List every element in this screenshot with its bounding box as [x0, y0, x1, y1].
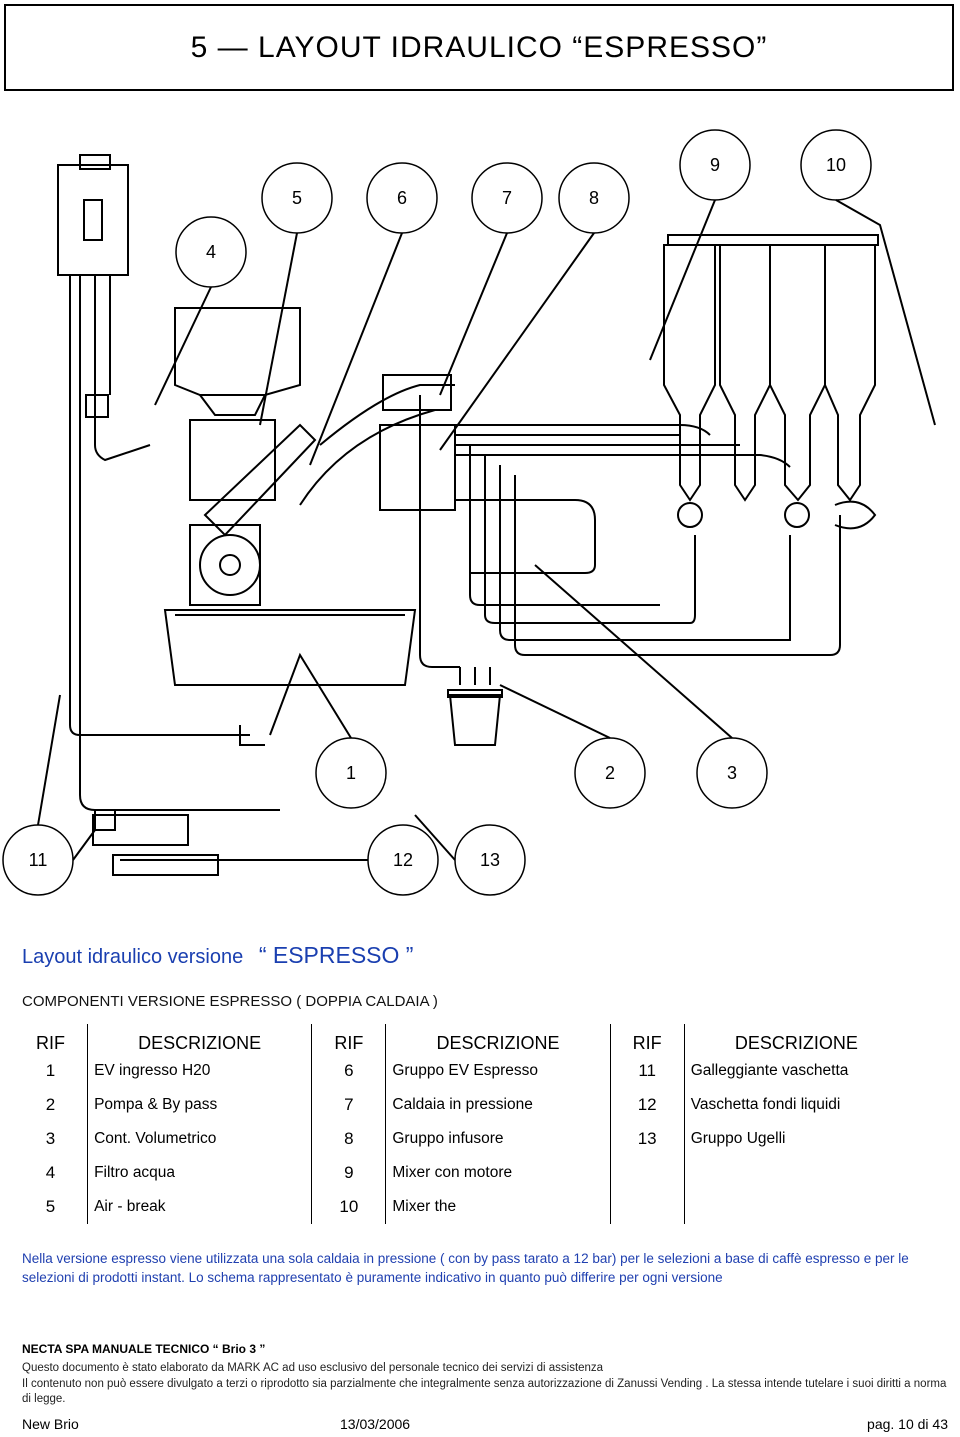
callout-8-label: 8 [589, 188, 599, 208]
description-cell: Gruppo EV Espresso [385, 1054, 611, 1088]
rif-cell: 10 [311, 1190, 387, 1224]
description-cell: Vaschetta fondi liquidi [690, 1096, 841, 1113]
caption-prefix: Layout idraulico versione [22, 946, 244, 968]
callout-4-label: 4 [206, 242, 216, 262]
rif-cell: 7 [311, 1088, 387, 1122]
diagram-caption: Layout idraulico versione “ ESPRESSO ” [22, 942, 413, 969]
description-cell: Cont. Volumetrico [87, 1122, 313, 1156]
parts-table: RIF DESCRIZIONE RIF DESCRIZIONE RIF DESC… [14, 1024, 908, 1224]
rif-cell [610, 1190, 685, 1224]
description-cell: Filtro acqua [87, 1156, 313, 1190]
callout-10-label: 10 [826, 155, 846, 175]
callout-9-label: 9 [710, 155, 720, 175]
callout-1-label: 1 [346, 763, 356, 783]
description-cell: Mixer the [385, 1190, 611, 1224]
footer-date: 13/03/2006 [340, 1416, 411, 1432]
rif-cell: 5 [14, 1190, 89, 1224]
rif-cell: 6 [311, 1054, 387, 1088]
rif-cell: 12 [610, 1088, 685, 1122]
header-descrizione-2: DESCRIZIONE [385, 1024, 611, 1054]
footer-model: New Brio [22, 1416, 79, 1432]
table-row: 2 Pompa & By pass 7 Caldaia in pressione… [14, 1088, 908, 1122]
page-title: 5 — LAYOUT IDRAULICO “ESPRESSO” [4, 4, 954, 91]
description-cell: EV ingresso H20 [87, 1054, 313, 1088]
rif-cell: 13 [610, 1122, 685, 1156]
header-rif-1: RIF [14, 1024, 89, 1054]
table-row: 4 Filtro acqua 9 Mixer con motore [14, 1156, 908, 1190]
rif-cell: 4 [14, 1156, 89, 1190]
callout-13-label: 13 [480, 850, 500, 870]
description-cell [684, 1190, 908, 1224]
description-cell [684, 1156, 908, 1190]
description-cell: Air - break [87, 1190, 313, 1224]
header-rif-3: RIF [610, 1024, 685, 1054]
callout-3-label: 3 [727, 763, 737, 783]
components-subtitle: COMPONENTI VERSIONE ESPRESSO ( DOPPIA CA… [22, 993, 438, 1010]
table-row: 5 Air - break 10 Mixer the [14, 1190, 908, 1224]
callout-5-label: 5 [292, 188, 302, 208]
page-number: pag. 10 di 43 [867, 1416, 948, 1432]
rif-cell: 2 [14, 1088, 89, 1122]
callout-6-label: 6 [397, 188, 407, 208]
caption-highlight: “ ESPRESSO ” [258, 942, 414, 968]
header-descrizione-3: DESCRIZIONE [734, 1033, 858, 1053]
table-row: 3 Cont. Volumetrico 8 Gruppo infusore 13… [14, 1122, 908, 1156]
rif-cell: 1 [14, 1054, 89, 1088]
callout-7-label: 7 [502, 188, 512, 208]
footer-heading: NECTA SPA MANUALE TECNICO “ Brio 3 ” [22, 1342, 266, 1356]
version-note: Nella versione espresso viene utilizzata… [22, 1251, 909, 1285]
header-rif-2: RIF [311, 1024, 387, 1054]
rif-cell: 3 [14, 1122, 89, 1156]
header-descrizione-1: DESCRIZIONE [87, 1024, 313, 1054]
hydraulic-layout-diagram: 1 2 3 4 5 6 7 8 9 10 11 12 13 [2, 129, 936, 896]
description-cell: Caldaia in pressione [385, 1088, 611, 1122]
rif-cell [610, 1156, 685, 1190]
callout-12-label: 12 [393, 850, 413, 870]
rif-cell: 9 [311, 1156, 387, 1190]
rif-cell: 8 [311, 1122, 387, 1156]
callout-2-label: 2 [605, 763, 615, 783]
footer-line-2: Il contenuto non può essere divulgato a … [22, 1378, 947, 1405]
rif-cell: 11 [610, 1054, 685, 1088]
description-cell: Mixer con motore [385, 1156, 611, 1190]
description-cell: Gruppo Ugelli [690, 1130, 786, 1147]
description-cell: Galleggiante vaschetta [690, 1062, 849, 1079]
description-cell: Gruppo infusore [385, 1122, 611, 1156]
callout-11-label: 11 [29, 850, 48, 870]
description-cell: Pompa & By pass [87, 1088, 313, 1122]
footer-line-1: Questo documento è stato elaborato da MA… [22, 1362, 604, 1374]
table-row: 1 EV ingresso H20 6 Gruppo EV Espresso 1… [14, 1054, 908, 1088]
